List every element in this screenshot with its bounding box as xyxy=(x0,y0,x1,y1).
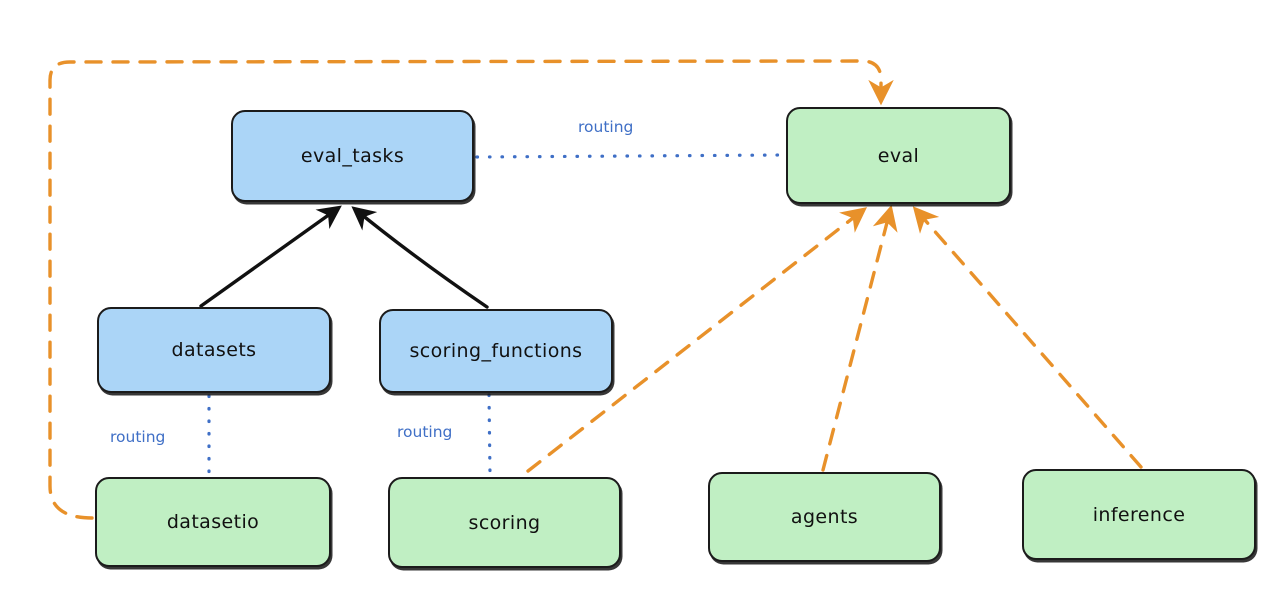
node-datasetio[interactable]: datasetio xyxy=(95,477,331,567)
composition-edge-datasets-eval-tasks xyxy=(199,205,342,308)
node-label-eval-tasks: eval_tasks xyxy=(300,145,405,167)
node-label-scoring-functions: scoring_functions xyxy=(409,340,583,362)
dependency-edge-inference-eval xyxy=(912,206,1143,469)
node-label-datasets: datasets xyxy=(171,339,257,361)
node-datasets[interactable]: datasets xyxy=(97,307,331,393)
dependency-edge-datasetio-eval xyxy=(48,59,894,520)
node-inference[interactable]: inference xyxy=(1022,469,1256,560)
node-label-agents: agents xyxy=(790,506,859,528)
node-eval[interactable]: eval xyxy=(786,107,1011,204)
node-agents[interactable]: agents xyxy=(708,472,941,562)
node-label-scoring: scoring xyxy=(468,511,541,534)
node-label-inference: inference xyxy=(1092,503,1186,526)
edge-label-routing-datasets: routing xyxy=(110,428,166,446)
dependency-edge-agents-eval xyxy=(821,204,898,472)
node-scoring[interactable]: scoring xyxy=(388,477,621,568)
node-label-eval: eval xyxy=(877,144,920,167)
dependency-edge-scoring-eval xyxy=(526,207,868,473)
node-scoring-functions[interactable]: scoring_functions xyxy=(379,309,613,393)
node-label-datasetio: datasetio xyxy=(166,511,260,533)
edge-label-routing-scoring-functions: routing xyxy=(397,423,453,441)
edge-label-routing-eval-tasks-eval: routing xyxy=(578,118,634,136)
routing-edge-scoring-functions-scoring xyxy=(487,393,492,476)
composition-edge-scoring-functions-eval-tasks xyxy=(351,206,489,309)
node-eval-tasks[interactable]: eval_tasks xyxy=(231,110,474,202)
routing-edge-eval-tasks-eval xyxy=(475,153,785,159)
